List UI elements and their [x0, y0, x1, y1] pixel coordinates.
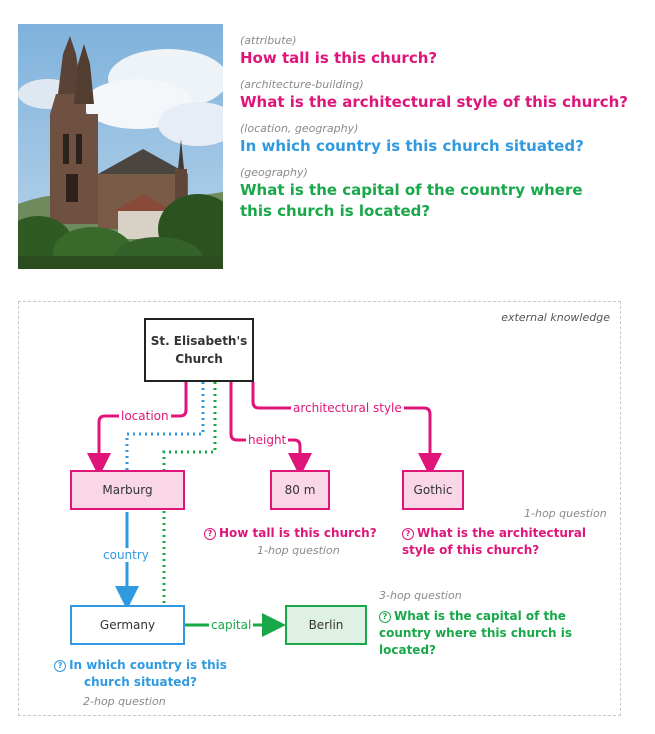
edge-label-architectural-style: architectural style	[291, 401, 404, 415]
node-germany: Germany	[70, 605, 185, 645]
node-st-elisabeths-church: St. Elisabeth's Church	[144, 318, 254, 382]
question-category: (attribute)	[240, 34, 297, 47]
question-text: How tall is this church?	[240, 49, 438, 67]
edge-architectural-style	[251, 382, 442, 477]
question-category: (location, geography)	[240, 122, 359, 135]
question-item: (architecture-building) What is the arch…	[240, 78, 640, 113]
node-80m: 80 m	[270, 470, 330, 510]
hop-label-capital: 3-hop question	[379, 589, 462, 602]
node-gothic: Gothic	[402, 470, 464, 510]
question-bubble-icon: ?	[379, 611, 391, 623]
annotation-height-question: ?How tall is this church?	[204, 525, 379, 542]
question-item: (attribute) How tall is this church?	[240, 34, 640, 69]
node-berlin: Berlin	[285, 605, 367, 645]
knowledge-graph-panel: external knowledge St. Elisabeth	[18, 301, 621, 716]
node-marburg: Marburg	[70, 470, 185, 510]
frame-label: external knowledge	[501, 311, 610, 324]
question-text: What is the architectural style of this …	[240, 93, 629, 111]
question-category: (geography)	[240, 166, 308, 179]
question-item: (location, geography) In which country i…	[240, 122, 640, 157]
edge-label-country: country	[101, 548, 151, 562]
question-text: In which country is this church situated…	[240, 137, 584, 155]
question-bubble-icon: ?	[54, 660, 67, 672]
hop-label-height: 1-hop question	[257, 544, 340, 557]
edge-label-capital: capital	[209, 618, 254, 632]
question-bubble-icon: ?	[402, 528, 414, 540]
question-list: (attribute) How tall is this church? (ar…	[240, 34, 640, 231]
edge-height	[229, 382, 312, 477]
edge-location	[87, 382, 188, 477]
question-item: (geography) What is the capital of the c…	[240, 166, 640, 222]
question-bubble-icon: ?	[204, 528, 216, 540]
hop-label-country: 2-hop question	[83, 695, 166, 708]
question-category: (architecture-building)	[240, 78, 364, 91]
edge-label-height: height	[246, 433, 289, 447]
annotation-capital-question: ?What is the capital of the country wher…	[379, 609, 573, 657]
hop-label-style: 1-hop question	[524, 507, 607, 520]
edge-hop-blue-dotted	[125, 382, 205, 470]
question-text: What is the capital of the country where…	[240, 181, 583, 220]
edge-label-location: location	[119, 409, 171, 423]
annotation-style-question: ?What is the architectural style of this…	[402, 526, 587, 557]
church-photo	[18, 24, 223, 269]
annotation-country-question: ?In which country is this church situate…	[53, 657, 228, 691]
